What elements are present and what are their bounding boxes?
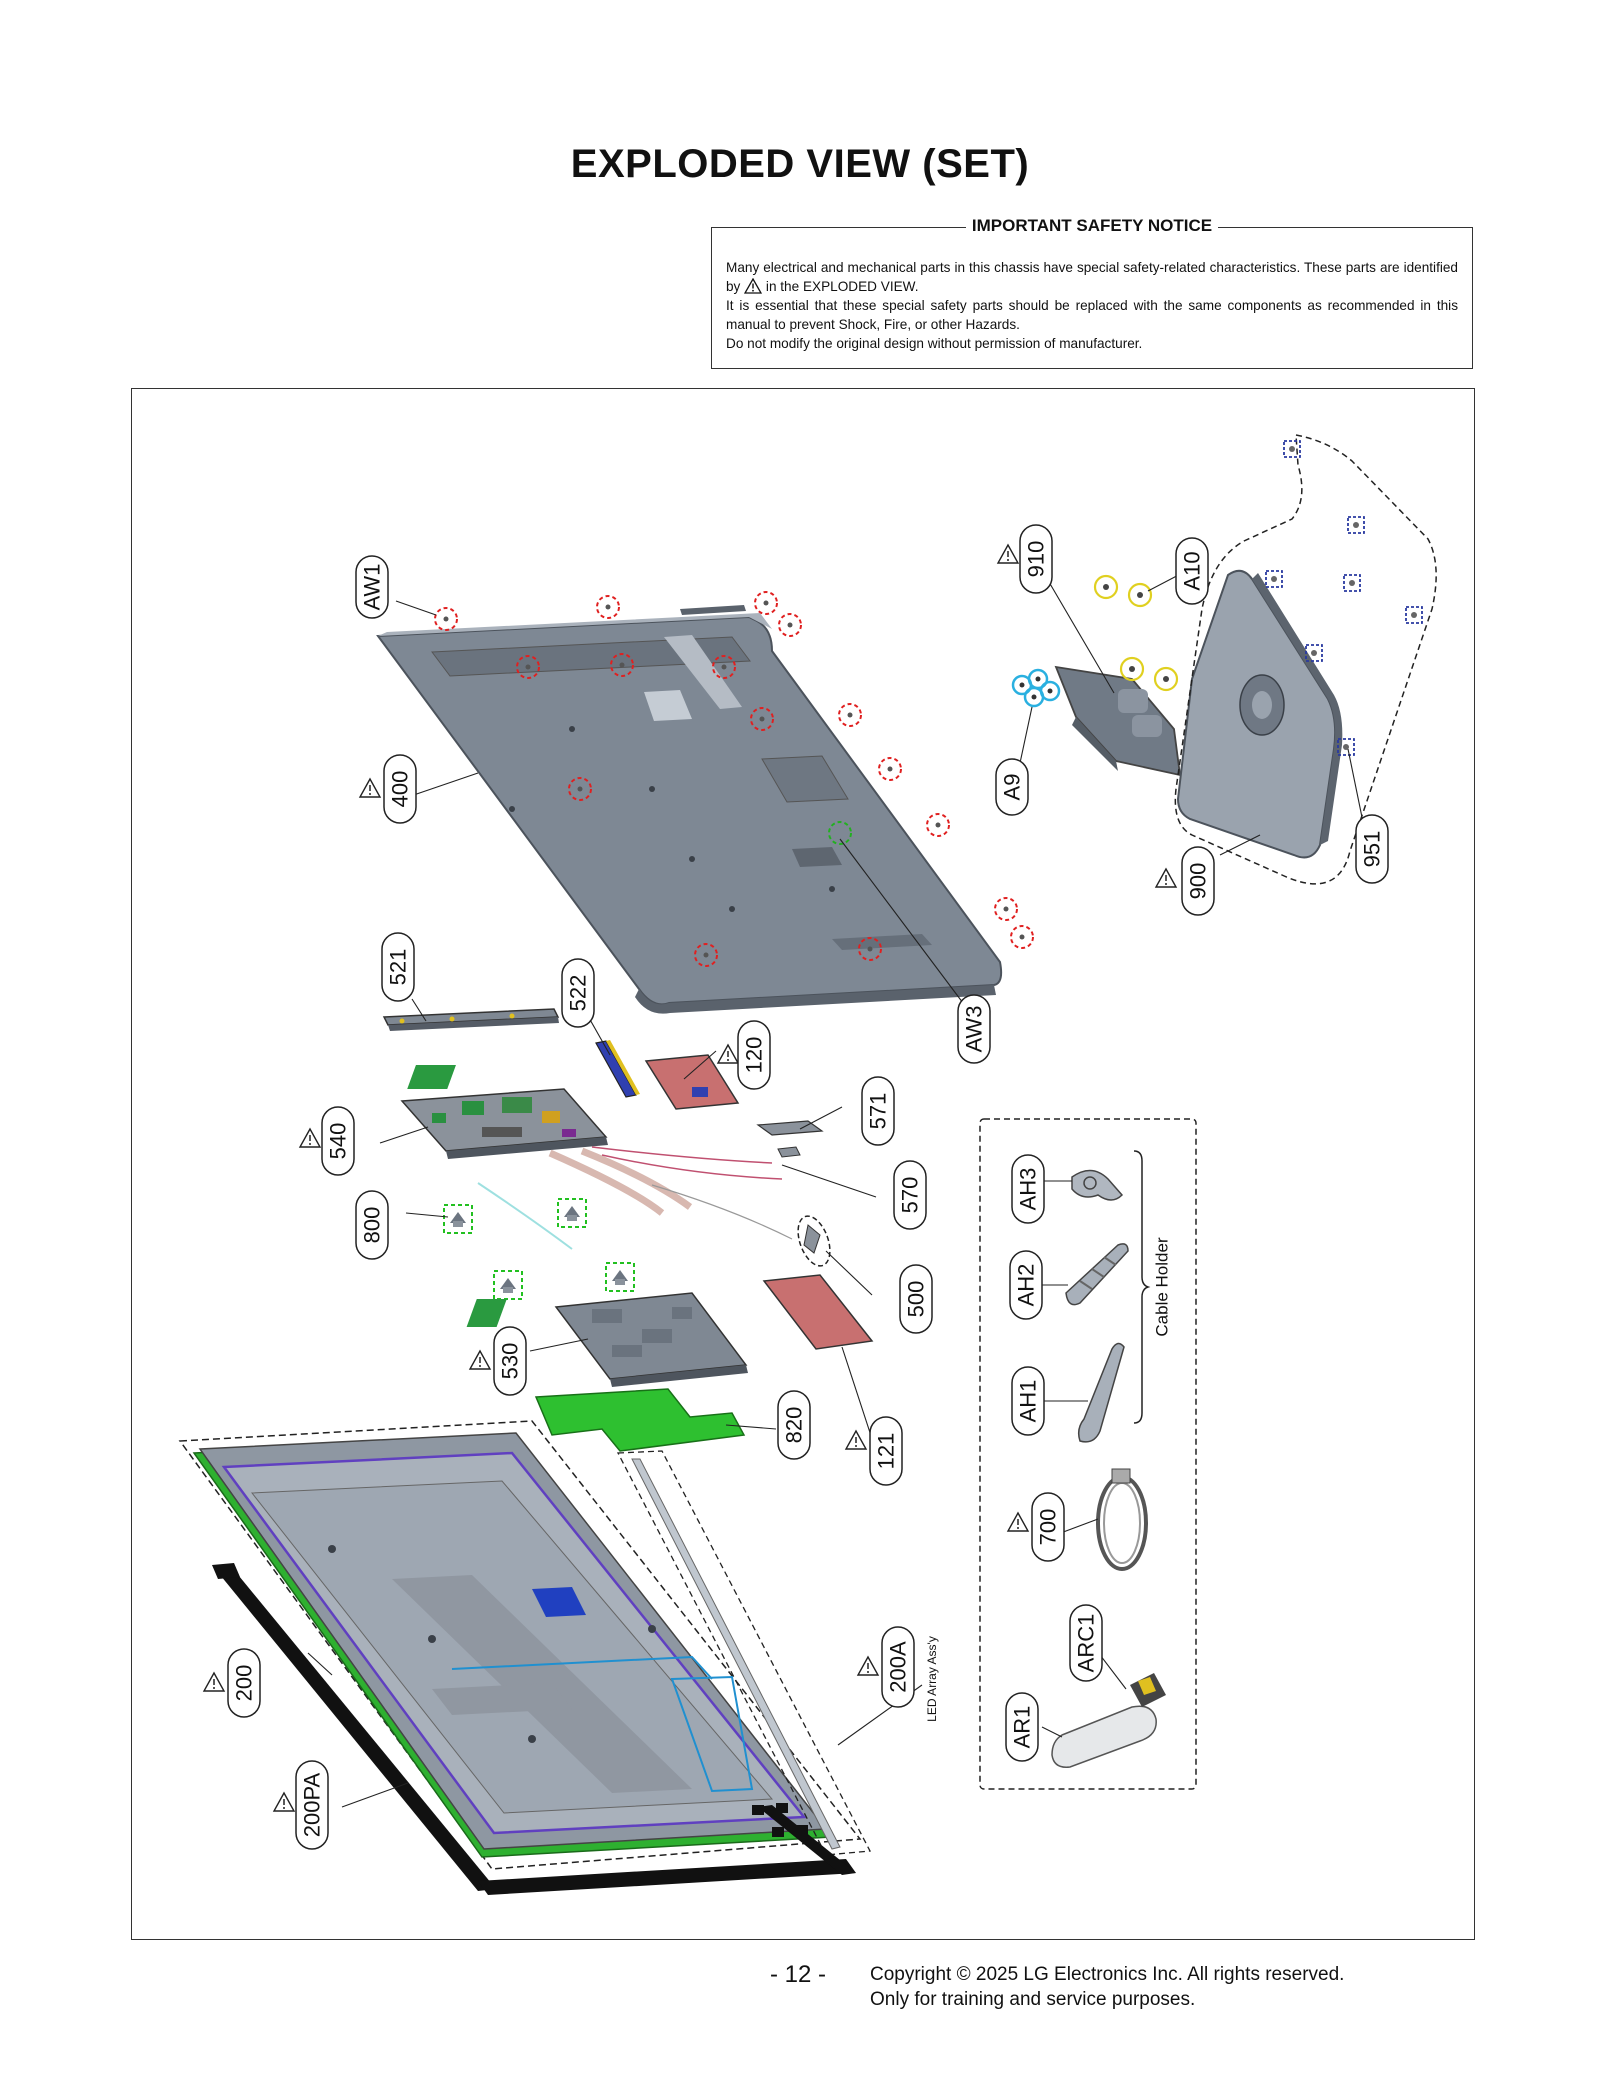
power-cord-700 xyxy=(1096,1468,1148,1571)
power-board-120 xyxy=(407,1054,740,1110)
callout-200pa: 200PA xyxy=(295,1760,329,1850)
svg-text:530: 530 xyxy=(498,1343,523,1380)
callout-530: 530 xyxy=(493,1326,527,1396)
accessory-box xyxy=(979,1118,1197,1790)
cable-500 xyxy=(797,1215,831,1267)
callout-570: 570 xyxy=(893,1160,927,1230)
warning-triangle-icon xyxy=(744,278,763,294)
notice-line-1-end: in the EXPLODED VIEW. xyxy=(765,279,919,294)
exploded-view-diagram: AW1 400 910 A10 A9 951 900 521 522 120 A… xyxy=(131,388,1475,1940)
svg-text:500: 500 xyxy=(904,1281,929,1318)
callout-820: 820 xyxy=(777,1390,811,1460)
svg-text:900: 900 xyxy=(1186,863,1211,900)
callout-200: 200 xyxy=(227,1648,261,1718)
callout-700: 700 xyxy=(1031,1492,1065,1562)
cable-holder-ah3 xyxy=(1071,1169,1124,1201)
page-number: - 12 - xyxy=(770,1961,827,1988)
svg-text:820: 820 xyxy=(782,1407,807,1444)
svg-text:AW1: AW1 xyxy=(360,564,385,611)
svg-text:A9: A9 xyxy=(1000,774,1025,801)
screw-a9-group xyxy=(1011,668,1061,708)
frame-200pa xyxy=(212,1563,856,1895)
safety-notice-body: Many electrical and mechanical parts in … xyxy=(726,258,1458,353)
svg-text:AH2: AH2 xyxy=(1014,1264,1039,1307)
svg-text:AR1: AR1 xyxy=(1010,1706,1035,1749)
cable-holder-label: Cable Holder xyxy=(1153,1237,1172,1337)
svg-text:540: 540 xyxy=(326,1123,351,1160)
led-array-label: LED Array Ass'y xyxy=(925,1636,939,1722)
insulator-sheet-820 xyxy=(534,1388,746,1452)
svg-text:910: 910 xyxy=(1024,541,1049,578)
callout-aw3: AW3 xyxy=(957,994,991,1064)
notice-line-3: Do not modify the original design withou… xyxy=(726,336,1143,351)
svg-text:ARC1: ARC1 xyxy=(1074,1614,1099,1673)
callout-910: 910 xyxy=(1019,524,1053,594)
callout-ah3: AH3 xyxy=(1011,1154,1045,1224)
svg-text:951: 951 xyxy=(1360,831,1385,868)
callout-521: 521 xyxy=(381,932,415,1002)
bracket-571 xyxy=(756,1120,824,1158)
stand-bracket-910 xyxy=(1054,665,1182,777)
callout-522: 522 xyxy=(561,958,595,1028)
svg-text:AH1: AH1 xyxy=(1016,1380,1041,1423)
svg-text:521: 521 xyxy=(386,949,411,986)
callout-540: 540 xyxy=(321,1106,355,1176)
notice-line-2: It is essential that these special safet… xyxy=(726,298,1458,332)
cables-570 xyxy=(477,1146,793,1250)
callout-400: 400 xyxy=(383,754,417,824)
remote-ar1-arc1 xyxy=(1051,1673,1166,1768)
svg-text:AH3: AH3 xyxy=(1016,1168,1041,1211)
page-title: EXPLODED VIEW (SET) xyxy=(570,142,1030,186)
safety-notice-box: IMPORTANT SAFETY NOTICE Many electrical … xyxy=(711,216,1473,369)
callout-ah1: AH1 xyxy=(1011,1366,1045,1436)
purpose-line: Only for training and service purposes. xyxy=(870,1989,1196,2010)
callout-120: 120 xyxy=(737,1020,771,1090)
svg-text:571: 571 xyxy=(866,1093,891,1130)
footer-copyright: Copyright © 2025 LG Electronics Inc. All… xyxy=(870,1962,1344,2012)
svg-text:200A: 200A xyxy=(886,1641,911,1693)
callout-a9: A9 xyxy=(995,758,1029,816)
svg-text:700: 700 xyxy=(1036,1509,1061,1546)
main-board-540 xyxy=(400,1088,608,1159)
callout-121: 121 xyxy=(869,1416,903,1486)
callout-ah2: AH2 xyxy=(1009,1250,1043,1320)
callout-ar1: AR1 xyxy=(1005,1692,1039,1762)
callout-200a: 200A xyxy=(881,1626,915,1708)
notice-line-1: Many electrical and mechanical parts in … xyxy=(726,260,1458,294)
callout-900: 900 xyxy=(1181,846,1215,916)
copyright-line: Copyright © 2025 LG Electronics Inc. All… xyxy=(870,1964,1345,1985)
svg-text:522: 522 xyxy=(566,975,591,1012)
board-bracket-530 xyxy=(554,1292,748,1387)
svg-text:800: 800 xyxy=(360,1207,385,1244)
svg-text:121: 121 xyxy=(874,1433,899,1470)
cable-holder-ah1 xyxy=(1077,1342,1125,1443)
svg-text:120: 120 xyxy=(742,1037,767,1074)
led-array-200a xyxy=(616,1450,872,1856)
callout-800: 800 xyxy=(355,1190,389,1260)
svg-text:200: 200 xyxy=(232,1665,257,1702)
svg-text:570: 570 xyxy=(898,1177,923,1214)
callout-951: 951 xyxy=(1355,814,1389,884)
svg-text:200PA: 200PA xyxy=(300,1772,325,1837)
callout-571: 571 xyxy=(861,1076,895,1146)
callout-aw1: AW1 xyxy=(355,555,389,619)
callout-a10: A10 xyxy=(1175,537,1209,605)
back-cover-400 xyxy=(376,605,1003,1014)
safety-notice-title: IMPORTANT SAFETY NOTICE xyxy=(965,216,1219,235)
display-module-200 xyxy=(192,1432,834,1858)
svg-text:AW3: AW3 xyxy=(962,1006,987,1053)
board-bracket-521 xyxy=(382,1008,560,1031)
callout-500: 500 xyxy=(899,1264,933,1334)
sub-board-121 xyxy=(466,1274,874,1350)
callout-arc1: ARC1 xyxy=(1069,1604,1103,1682)
cable-holder-ah2 xyxy=(1065,1243,1129,1306)
board-bracket-522 xyxy=(595,1040,640,1098)
stand-base-900 xyxy=(1176,569,1343,859)
svg-text:400: 400 xyxy=(388,771,413,808)
svg-text:A10: A10 xyxy=(1180,551,1205,590)
